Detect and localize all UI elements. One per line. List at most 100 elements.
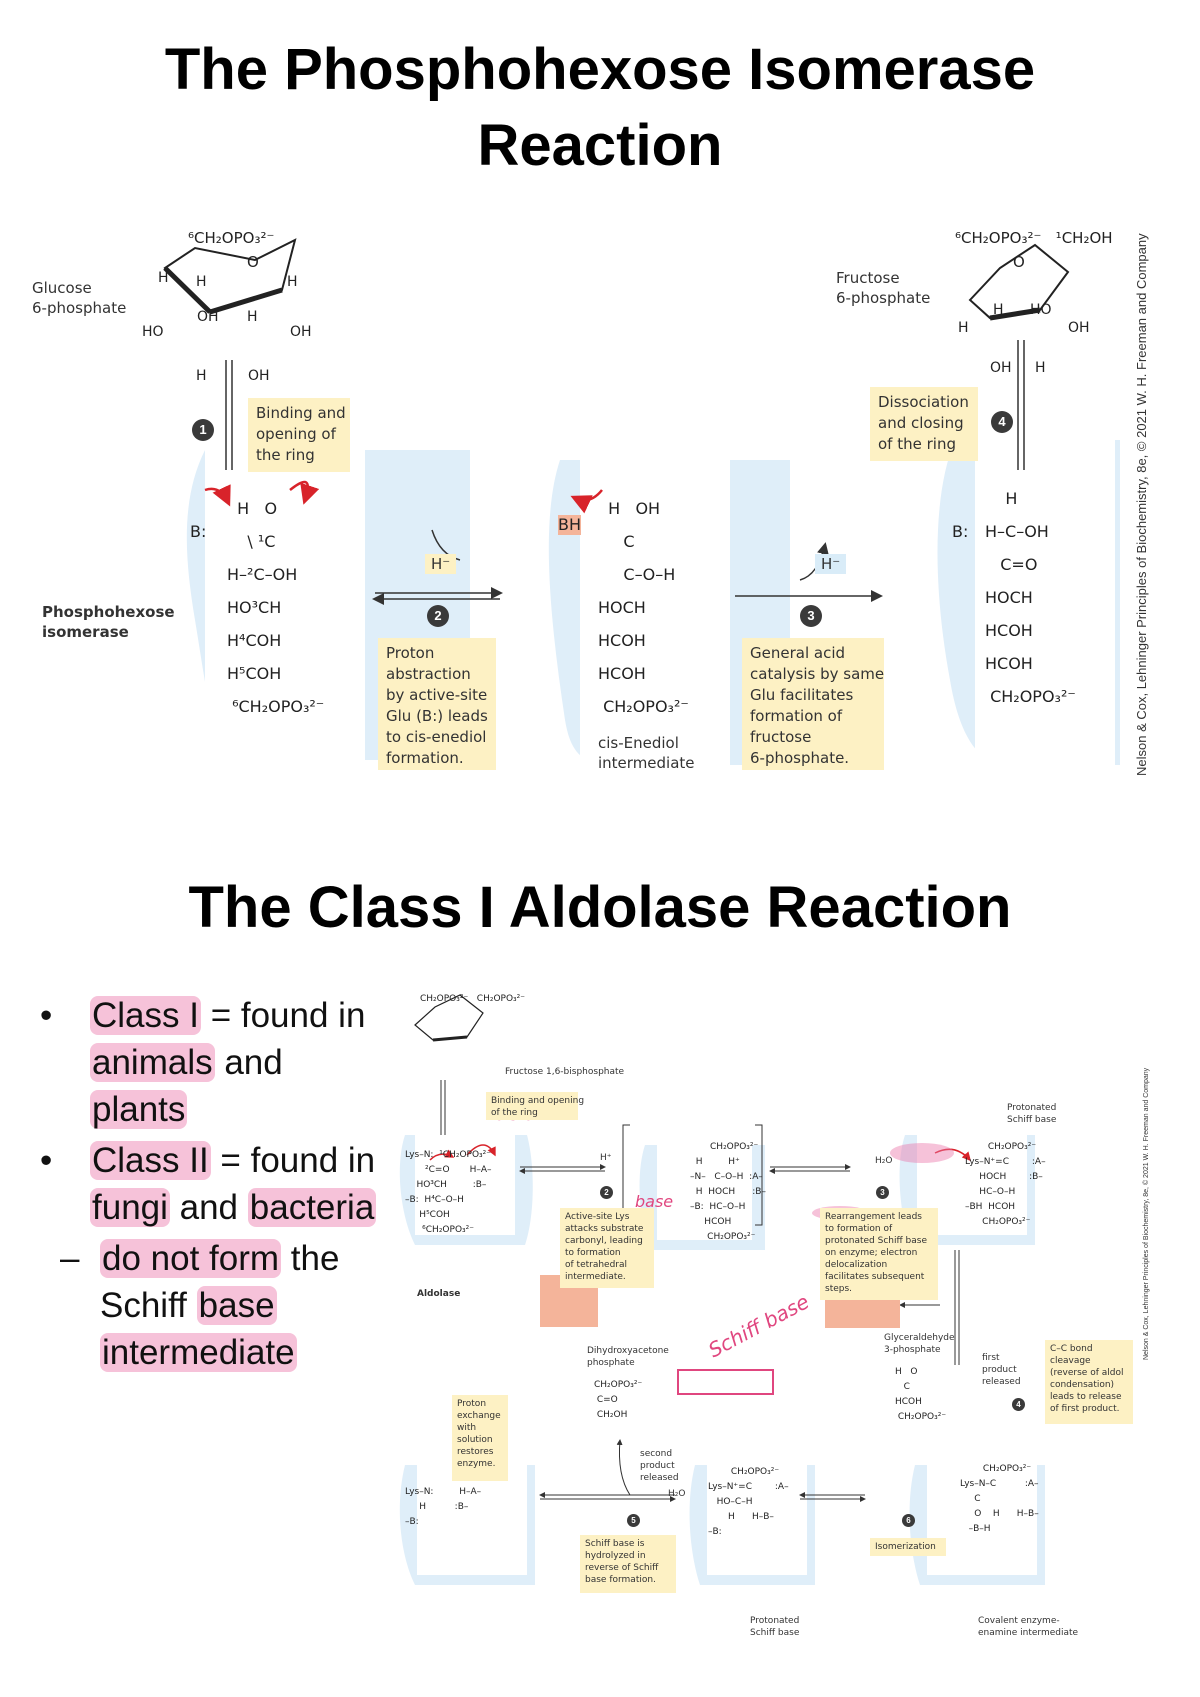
slide2-credit: Nelson & Cox, Lehninger Principles of Bi…	[1143, 1067, 1150, 1360]
fructose-ring-OH2: OH	[990, 360, 1012, 376]
protonated-schiff-chain-bottom: CH₂OPO₃²⁻ Lys–N⁺=C :A– HO–C–H H H–B– –B:	[708, 1467, 789, 1537]
glucose-ring-HO: HO	[142, 324, 164, 340]
protonated-schiff-bottom-label: Protonated Schiff base	[750, 1616, 800, 1638]
bullet-text: Class I	[90, 996, 201, 1035]
open-chain-fructose: H H–C–OH C=O HOCH HCOH HCOH CH₂OPO₃²⁻	[985, 489, 1076, 706]
aldolase-step2-note: Active-site Lys attacks substrate carbon…	[560, 1208, 654, 1288]
protonated-schiff-chain-top: CH₂OPO₃²⁻ Lys–N⁺=C :A– HOCH :B– HC–O–H –…	[965, 1142, 1046, 1227]
enzyme-label: Phosphohexose isomerase	[42, 603, 175, 641]
bullet-text: bacteria	[247, 1188, 377, 1227]
glucose-ring-H4: H	[247, 309, 258, 325]
glucose-ring-OH2: OH	[290, 324, 312, 340]
fbp-label: Fructose 1,6-bisphosphate	[505, 1067, 625, 1077]
fructose-ring-H3: H	[1035, 360, 1046, 376]
svg-text:Schiff base: Schiff base	[704, 1289, 813, 1362]
step4-note: Dissociation and closing of the ring	[870, 387, 978, 461]
h2o-bottom-label: H₂O	[668, 1489, 686, 1499]
bullet-text: Class II	[90, 1141, 211, 1180]
slide1-title-line1: The Phosphohexose Isomerase	[164, 37, 1036, 102]
hydride-label-3: H⁻	[815, 554, 847, 574]
enediol-intermediate-label: cis-Enediol intermediate	[598, 734, 695, 772]
open-chain-glucose: H O \ ¹C H–²C–OH HO³CH H⁴COH H⁵COH ⁶CH₂O…	[227, 499, 325, 716]
aldolase-step2-number: 2	[600, 1186, 613, 1199]
fructose-ring-OH1: OH	[1068, 320, 1090, 336]
step3-number: 3	[800, 605, 822, 627]
protonated-schiff-top-label: Protonated Schiff base	[1007, 1103, 1057, 1125]
gap-label: Glyceraldehyde 3-phosphate	[884, 1333, 955, 1355]
aldolase-step5-number: 5	[627, 1514, 640, 1527]
bullet-class-i: • Class I = found in animals and plants	[40, 992, 380, 1133]
dhap-label: Dihydroxyacetone phosphate	[587, 1346, 669, 1368]
fbp-groups: CH₂OPO₃²⁻ CH₂OPO₃²⁻	[420, 994, 526, 1004]
fructose-ring-H1: H	[993, 302, 1004, 318]
second-product-label: second product released	[640, 1449, 679, 1483]
base-1: B:	[190, 522, 207, 541]
bullet-text: plants	[90, 1090, 188, 1129]
enediol-chain: H OH C C–O–H HOCH HCOH HCOH CH₂OPO₃²⁻	[598, 499, 689, 716]
bullet-text: fungi	[90, 1188, 170, 1227]
aldolase-step6-number: 6	[902, 1514, 915, 1527]
bullet-list: • Class I = found in animals and plants …	[40, 992, 380, 1376]
free-enzyme: Lys–N: H–A– H :B– –B:	[405, 1487, 482, 1527]
bullet-text: = found in	[200, 996, 366, 1035]
glucose-ring-H1: H	[158, 270, 169, 286]
glucose-ring-H3: H	[287, 274, 298, 290]
enamine-intermediate: CH₂OPO₃²⁻ Lys–N–C :A– C O H H–B– –B–H	[960, 1464, 1039, 1534]
dhap-molecule: CH₂OPO₃²⁻ C=O CH₂OH	[594, 1380, 643, 1420]
glucose-ring-O: O	[247, 253, 259, 271]
fructose-label: Fructose 6-phosphate	[836, 269, 931, 307]
bullet-text: and	[214, 1043, 283, 1082]
fructose-ring-H2: H	[958, 320, 969, 336]
glucose-ring-OH3: OH	[248, 368, 270, 384]
glucose-top-group: ⁶CH₂OPO₃²⁻	[188, 229, 275, 247]
bullet-text: and	[169, 1188, 248, 1227]
step2-number: 2	[427, 605, 449, 627]
aldolase-step4-number: 4	[1012, 1398, 1025, 1411]
aldolase-step5-note: Schiff base is hydrolyzed in reverse of …	[580, 1535, 676, 1593]
bullet-text: animals	[90, 1043, 215, 1082]
aldolase-substrate-chain: Lys–N: ¹CH₂OPO₃²⁻ ²C=O H–A– HO³CH :B– –B…	[405, 1150, 492, 1235]
aldolase-enzyme-label: Aldolase	[417, 1289, 461, 1299]
sub-bullet-text: base	[196, 1286, 277, 1325]
sub-bullet-text: the Schiff	[100, 1239, 340, 1325]
glucose-label: Glucose 6-phosphate	[32, 279, 127, 317]
glucose-ring-OH1: OH	[197, 309, 219, 325]
sub-bullet-dash: –	[60, 1239, 80, 1278]
h2o-top-label: H₂O	[875, 1156, 893, 1166]
bullet-class-ii: • Class II = found in fungi and bacteria	[40, 1137, 380, 1231]
svg-text:base: base	[635, 1192, 673, 1211]
step2-note: Proton abstraction by active-site Glu (B…	[378, 638, 496, 770]
base-2: BH	[558, 515, 582, 535]
hydride-label-2: H⁻	[425, 554, 457, 574]
bullet-dot: •	[40, 1141, 53, 1180]
aldolase-step4-note: C–C bond cleavage (reverse of aldol cond…	[1045, 1340, 1133, 1424]
fructose-ring-HO: HO	[1030, 302, 1052, 318]
slide-phosphohexose: The Phosphohexose Isomerase Reaction	[0, 0, 1200, 820]
sub-bullet: – do not form the Schiff base intermedia…	[0, 1235, 380, 1376]
step1-number: 1	[192, 419, 214, 441]
enamine-label: Covalent enzyme- enamine intermediate	[978, 1616, 1079, 1638]
aldolase-diagram: acid base Schiff base	[399, 994, 1045, 1585]
first-product-label: first product released	[982, 1353, 1021, 1387]
sub-bullet-text: do not form	[100, 1239, 282, 1278]
bullet-text: = found in	[210, 1141, 376, 1180]
fructose-top-group: ⁶CH₂OPO₃²⁻ ¹CH₂OH	[955, 229, 1113, 247]
glucose-ring-H2: H	[196, 274, 207, 290]
aldolase-step3-number: 3	[876, 1186, 889, 1199]
step1-note: Binding and opening of the ring	[248, 398, 350, 472]
enzyme-pockets-diagram	[163, 238, 1120, 780]
isomerization-note: Isomerization	[870, 1538, 946, 1556]
aldolase-step3-note: Rearrangement leads to formation of prot…	[820, 1208, 938, 1300]
step4-number: 4	[991, 411, 1013, 433]
sub-bullet-text: intermediate	[100, 1333, 297, 1372]
tetrahedral-intermediate: CH₂OPO₃²⁻ H H⁺ –N– C–O–H :A– H HOCH :B– …	[690, 1142, 766, 1242]
hplus-label: H⁺	[600, 1153, 612, 1163]
fructose-ring-O: O	[1013, 253, 1025, 271]
glucose-ring-H5: H	[196, 368, 207, 384]
slide1-title-line2: Reaction	[477, 113, 723, 178]
step3-note: General acid catalysis by same Glu facil…	[742, 638, 884, 770]
gap-molecule: H O C HCOH CH₂OPO₃²⁻	[895, 1367, 947, 1422]
proton-exchange-note: Proton exchange with solution restores e…	[452, 1395, 508, 1481]
bullet-dot: •	[40, 996, 53, 1035]
